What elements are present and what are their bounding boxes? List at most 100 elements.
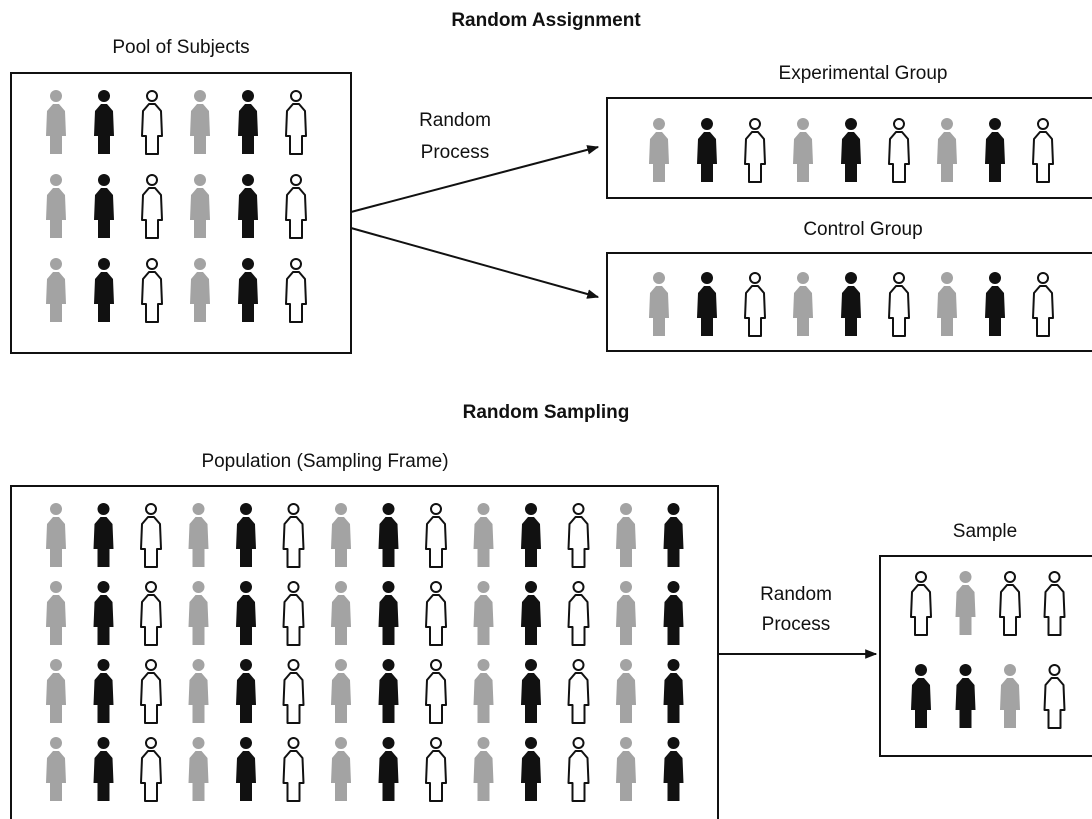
person-icon <box>282 659 305 724</box>
person-icon <box>955 571 976 635</box>
person-icon <box>985 272 1005 336</box>
person-icon <box>238 258 258 322</box>
sample-label: Sample <box>953 521 1017 542</box>
person-icon <box>93 581 114 645</box>
control-group-box <box>606 252 1092 352</box>
person-icon <box>236 581 256 645</box>
person-icon <box>140 503 162 568</box>
person-icon <box>378 503 399 567</box>
person-icon <box>1043 571 1066 636</box>
sampling-process-label-line2: Process <box>762 614 831 635</box>
population-box <box>10 485 719 819</box>
person-icon <box>473 503 494 567</box>
person-icon <box>94 90 114 154</box>
pool-of-subjects-label: Pool of Subjects <box>112 37 249 58</box>
person-icon <box>649 118 669 182</box>
person-icon <box>331 503 351 567</box>
person-icon <box>188 503 209 567</box>
person-icon <box>46 503 66 567</box>
person-icon <box>331 659 351 723</box>
person-icon <box>188 581 209 645</box>
person-icon <box>663 503 684 567</box>
random-sampling-title: Random Sampling <box>463 402 630 423</box>
control-group-icons <box>649 272 1054 337</box>
person-icon <box>567 737 590 802</box>
person-icon <box>282 581 305 646</box>
person-icon <box>93 503 114 567</box>
person-icon <box>140 737 162 802</box>
person-icon <box>140 659 162 724</box>
person-icon <box>985 118 1005 182</box>
person-icon <box>94 258 114 322</box>
person-icon <box>663 737 684 801</box>
population-icons <box>46 503 684 802</box>
sample-box <box>879 555 1092 757</box>
person-icon <box>141 174 163 239</box>
person-icon <box>190 90 210 154</box>
assignment-process-label-line1: Random <box>419 110 491 131</box>
control-group-label: Control Group <box>803 219 922 240</box>
person-icon <box>1000 664 1020 728</box>
person-icon <box>521 659 541 723</box>
person-icon <box>378 737 399 801</box>
person-icon <box>425 737 447 802</box>
person-icon <box>473 581 494 645</box>
person-icon <box>190 258 210 322</box>
person-icon <box>999 571 1021 636</box>
person-icon <box>911 664 931 728</box>
person-icon <box>521 737 541 801</box>
person-icon <box>378 581 399 645</box>
person-icon <box>567 659 590 724</box>
pool-of-subjects-box <box>10 72 352 354</box>
experimental-group-label: Experimental Group <box>779 63 948 84</box>
person-icon <box>841 118 861 182</box>
person-icon <box>425 503 447 568</box>
person-icon <box>744 272 766 337</box>
person-icon <box>93 659 114 723</box>
person-icon <box>285 90 307 155</box>
person-icon <box>616 737 636 801</box>
person-icon <box>140 581 162 646</box>
person-icon <box>188 659 209 723</box>
person-icon <box>238 90 258 154</box>
person-icon <box>663 659 684 723</box>
person-icon <box>744 118 766 183</box>
person-icon <box>378 659 399 723</box>
person-icon <box>616 581 636 645</box>
person-icon <box>888 272 910 337</box>
person-icon <box>888 118 910 183</box>
person-icon <box>473 737 494 801</box>
person-icon <box>46 659 66 723</box>
person-icon <box>521 503 541 567</box>
person-icon <box>521 581 541 645</box>
person-icon <box>93 737 114 801</box>
person-icon <box>94 174 114 238</box>
person-icon <box>282 737 305 802</box>
person-icon <box>188 737 209 801</box>
person-icon <box>663 581 684 645</box>
person-icon <box>236 737 256 801</box>
person-icon <box>1043 664 1066 729</box>
person-icon <box>141 90 163 155</box>
person-icon <box>473 659 494 723</box>
arrow-to-control-group <box>350 227 600 299</box>
person-icon <box>955 664 976 728</box>
person-icon <box>141 258 163 323</box>
person-icon <box>285 258 307 323</box>
person-icon <box>46 90 66 154</box>
person-icon <box>793 118 813 182</box>
person-icon <box>46 258 66 322</box>
population-label: Population (Sampling Frame) <box>201 451 448 472</box>
pool-of-subjects-icons <box>46 90 307 323</box>
person-icon <box>649 272 669 336</box>
person-icon <box>616 659 636 723</box>
person-icon <box>46 737 66 801</box>
sample-icons <box>910 571 1066 729</box>
person-icon <box>793 272 813 336</box>
person-icon <box>46 174 66 238</box>
person-icon <box>937 118 957 182</box>
person-icon <box>937 272 957 336</box>
person-icon <box>910 571 932 636</box>
person-icon <box>567 581 590 646</box>
